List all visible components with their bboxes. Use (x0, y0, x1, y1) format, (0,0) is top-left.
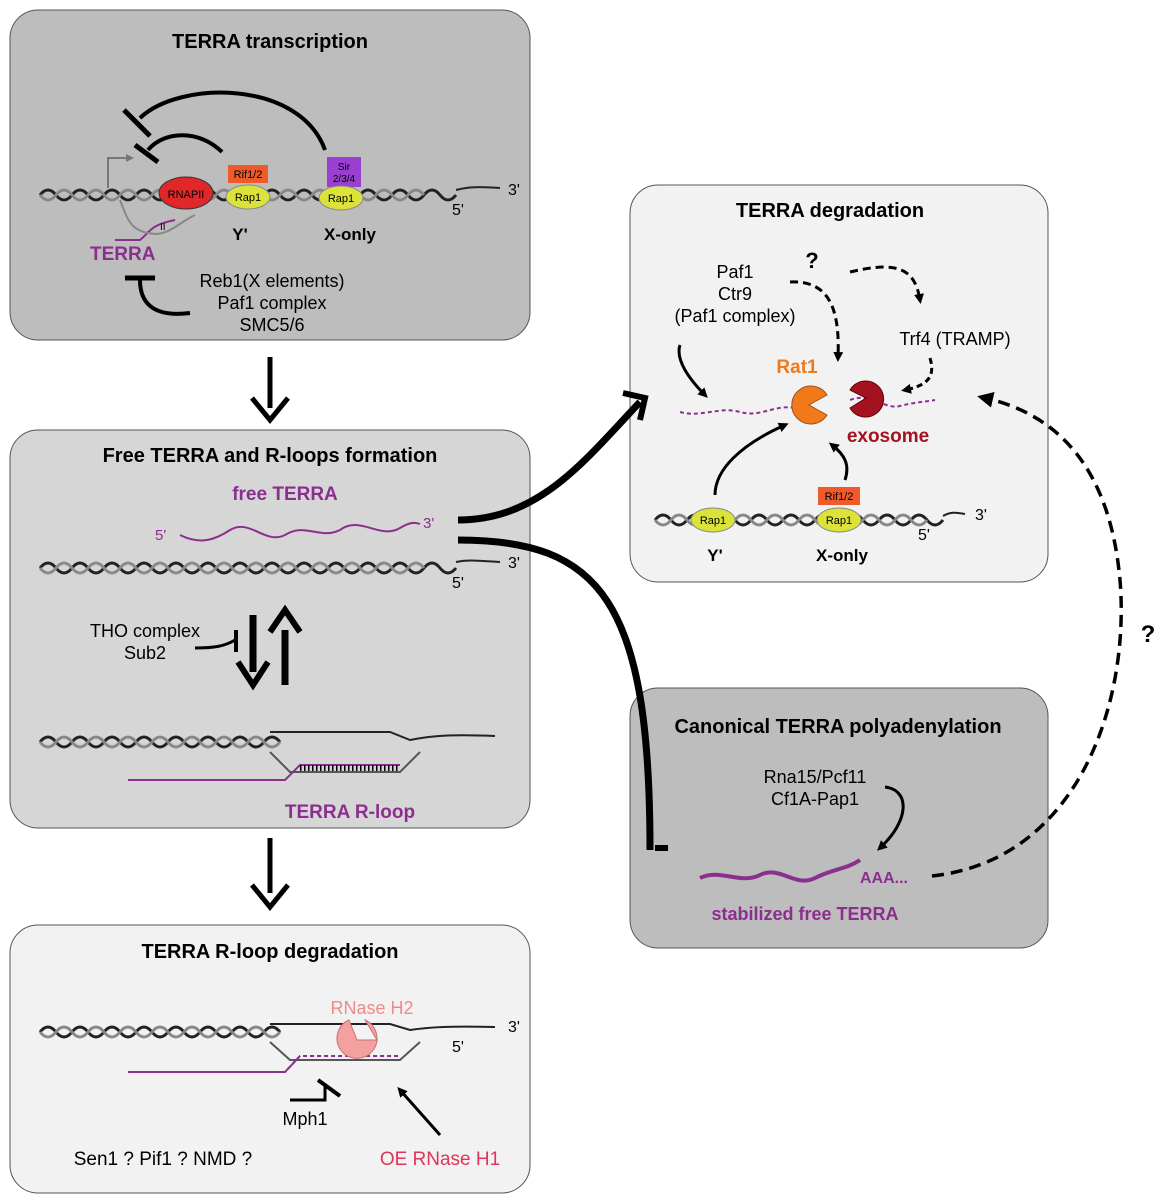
question-mark: ? (805, 248, 818, 273)
rap1-to-rat1-arrow (713, 422, 789, 496)
polya-factor-2: Cf1A-Pap1 (771, 789, 859, 809)
three-prime-label: 3' (508, 555, 520, 572)
oe-rnase-arrow (397, 1087, 442, 1136)
repressor-arrow (138, 279, 191, 316)
rif-to-exosome-arrow (828, 442, 849, 481)
paf-to-rna-arrow (677, 344, 708, 398)
sir-box (327, 157, 361, 187)
pause-mark: II (160, 222, 166, 233)
rnapii-enzyme (158, 176, 214, 210)
terra-label: TERRA (90, 244, 156, 265)
inhibition-bar (122, 108, 152, 138)
panel-free-terra: Free TERRA and R-loops formation free TE… (9, 429, 531, 829)
rna-five-prime: 5' (155, 527, 166, 544)
degrading-terra (679, 406, 796, 415)
trf4-label: Trf4 (TRAMP) (899, 329, 1010, 349)
panel-transcription: TERRA transcription 3' 5' RNAPII II Rif1… (9, 9, 531, 341)
stabilized-label: stabilized free TERRA (711, 904, 898, 924)
y-prime-label: Y' (707, 546, 722, 565)
paf-line-1: Paf1 (716, 262, 753, 282)
panel-title: Free TERRA and R-loops formation (103, 445, 438, 467)
panel-title: TERRA degradation (736, 200, 924, 222)
tho-inhibition (194, 638, 236, 650)
flow-arrow-head (250, 396, 290, 424)
promoter-arrow (107, 154, 134, 188)
rat1-label: Rat1 (776, 357, 818, 378)
r-loop-structure (38, 1023, 496, 1073)
paf-to-rat1-arrow (789, 280, 844, 362)
rap1-x (816, 507, 862, 533)
five-prime-label: 5' (918, 527, 930, 544)
x-only-label: X-only (816, 546, 868, 565)
panel-rloop-degradation: TERRA R-loop degradation 3' 5' RNase H2 … (9, 924, 531, 1194)
mph1-inhibition (290, 1085, 327, 1102)
sir-label-2: 2/3/4 (333, 174, 356, 185)
rnapii-label: RNAPII (168, 189, 205, 201)
sir-label-1: Sir (338, 162, 351, 173)
paf-to-trf4-arrow (849, 265, 924, 304)
rif-box (818, 487, 860, 505)
rap1-x-label: Rap1 (826, 515, 852, 527)
paf-line-3: (Paf1 complex) (674, 306, 795, 326)
flow-arrow-head (250, 883, 290, 911)
panel-title: TERRA R-loop degradation (141, 941, 398, 963)
polya-factor-arrow (877, 785, 905, 851)
rnase-h2-pacman (336, 1018, 378, 1059)
repressor-2: Paf1 complex (217, 293, 326, 313)
exosome-label: exosome (847, 426, 929, 447)
rif-inhibition-arc (146, 133, 224, 154)
rif-box (228, 165, 268, 183)
three-prime-label: 3' (508, 182, 520, 199)
rap1-x (318, 185, 364, 211)
side-question-mark: ? (1141, 621, 1156, 648)
polya-factor-1: Rna15/Pcf11 (764, 767, 867, 787)
exosome-pacman (849, 380, 885, 418)
five-prime-label: 5' (452, 1039, 464, 1056)
to-polyadenylation-arrow (457, 536, 654, 851)
other-factors: Sen1 ? Pif1 ? NMD ? (74, 1149, 252, 1170)
panel-polyadenylation: Canonical TERRA polyadenylation Rna15/Pc… (629, 687, 1049, 949)
free-terra-rna (179, 521, 421, 542)
rat1-pacman (791, 385, 828, 425)
repressor-1: Reb1(X elements) (199, 271, 344, 291)
to-degradation-arrow (457, 399, 643, 524)
rap1-y-label: Rap1 (700, 515, 726, 527)
panel-terra-degradation: TERRA degradation Paf1 Ctr9 (Paf1 comple… (629, 184, 1049, 583)
nascent-terra (115, 219, 176, 241)
r-loop-structure (38, 731, 496, 781)
sir-inhibition-arc (138, 90, 327, 151)
y-prime-label: Y' (232, 225, 247, 244)
oe-rnase-label: OE RNase H1 (380, 1149, 500, 1170)
polya-to-degradation-arrow (931, 391, 1123, 878)
five-prime-label: 5' (452, 202, 464, 219)
repressor-3: SMC5/6 (239, 315, 304, 335)
rif-label: Rif1/2 (825, 491, 854, 503)
paf-line-2: Ctr9 (718, 284, 752, 304)
trf4-to-exosome-arrow (901, 357, 934, 394)
inhibition-bar (133, 142, 160, 165)
five-prime-label: 5' (452, 575, 464, 592)
rap1-x-label: Rap1 (328, 193, 354, 205)
rap1-y (690, 507, 736, 533)
three-prime-label: 3' (508, 1019, 520, 1036)
factor-sub2: Sub2 (124, 643, 166, 663)
rna-three-prime: 3' (423, 515, 434, 532)
rif-label: Rif1/2 (234, 169, 263, 181)
panel-title: Canonical TERRA polyadenylation (674, 716, 1001, 738)
stabilized-terra-rna (699, 858, 862, 883)
telomere-dna (38, 559, 501, 575)
x-only-label: X-only (324, 225, 376, 244)
mph1-label: Mph1 (282, 1109, 327, 1129)
r-loop-label: TERRA R-loop (285, 802, 415, 823)
rap1-label: Rap1 (235, 192, 261, 204)
factor-tho: THO complex (90, 621, 200, 641)
free-terra-label: free TERRA (232, 484, 338, 505)
panel-title: TERRA transcription (172, 31, 368, 53)
rnase-h2-label: RNase H2 (330, 998, 413, 1018)
polya-tail: AAA... (860, 870, 908, 887)
three-prime-label: 3' (975, 507, 987, 524)
rap1-y (225, 184, 271, 210)
